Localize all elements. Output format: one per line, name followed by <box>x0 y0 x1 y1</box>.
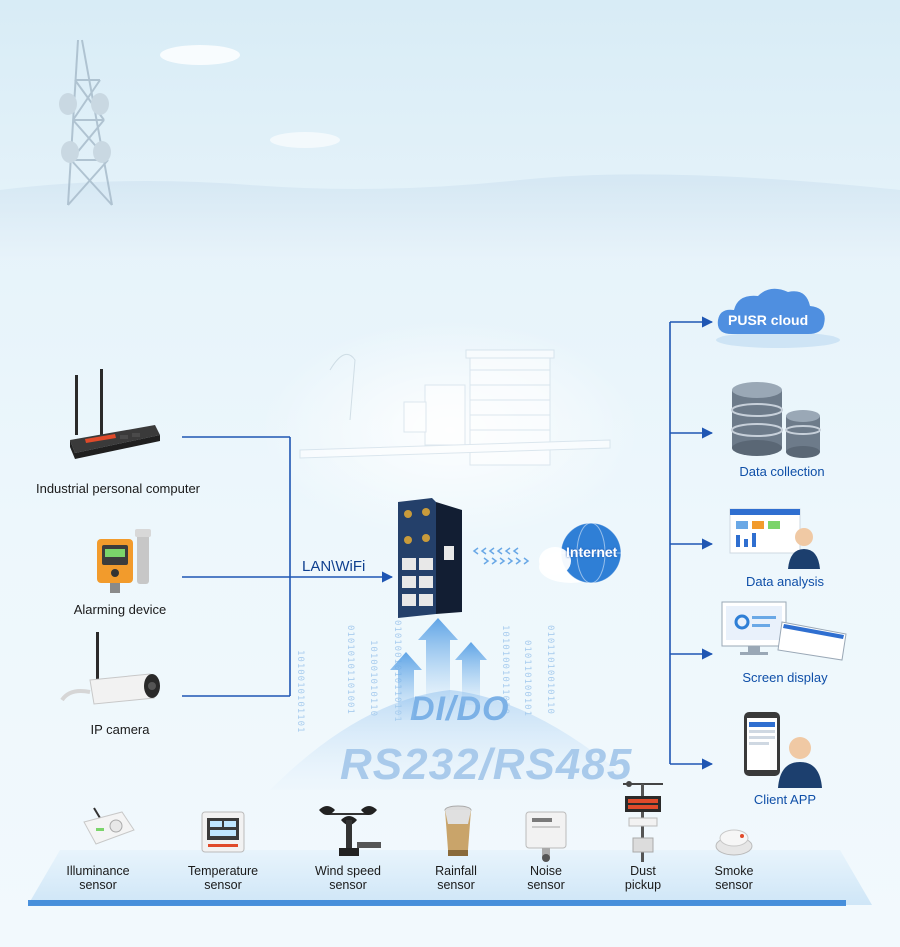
service-label-app: Client APP <box>753 792 817 807</box>
service-label-analysis: Data analysis <box>745 574 825 589</box>
temperature-sensor-icon <box>201 811 245 853</box>
upload-arrows <box>390 618 487 720</box>
iot-gateway-icon <box>398 498 462 618</box>
industrial-router-icon <box>70 369 160 459</box>
pusr-cloud-icon <box>716 288 840 348</box>
binary-stream: 01010101101001 <box>345 625 355 715</box>
internet-label: Internet <box>566 544 618 560</box>
device-label-alarm: Alarming device <box>73 602 167 617</box>
gas-alarm-icon <box>97 529 151 593</box>
mobile-app-user-icon <box>744 712 822 788</box>
illuminance-sensor-icon <box>83 807 135 845</box>
link-label: LAN\WiFi <box>302 558 366 575</box>
ip-camera-icon <box>60 632 160 705</box>
device-label-computer: Industrial personal computer <box>35 481 201 496</box>
database-icon <box>731 382 821 458</box>
weather-station-scene <box>299 349 611 466</box>
binary-stream: 010110100101 <box>522 640 532 718</box>
binary-stream: 101001010110 <box>368 640 378 718</box>
analytics-user-icon <box>729 508 820 569</box>
dust-monitor-icon <box>623 781 663 862</box>
internet-globe-icon <box>539 522 622 584</box>
cloud-label: PUSR cloud <box>728 312 809 328</box>
binary-stream: 1010010101101 <box>295 650 305 734</box>
anemometer-icon <box>319 806 381 856</box>
binary-stream: 0101001010110101 <box>392 620 402 723</box>
rain-gauge-icon <box>444 805 472 856</box>
binary-stream: 01011010010110 <box>545 625 555 715</box>
protocol-label-bottom: RS232/RS485 <box>340 740 633 789</box>
service-label-collection: Data collection <box>739 464 825 479</box>
data-flow-chevrons <box>472 547 530 565</box>
service-label-display: Screen display <box>742 670 828 685</box>
device-label-camera: IP camera <box>90 722 150 737</box>
binary-stream: 10101001011010 <box>500 625 510 715</box>
monitor-dashboard-icon <box>721 601 847 661</box>
smoke-detector-icon <box>715 829 753 856</box>
noise-sensor-icon <box>525 811 567 862</box>
